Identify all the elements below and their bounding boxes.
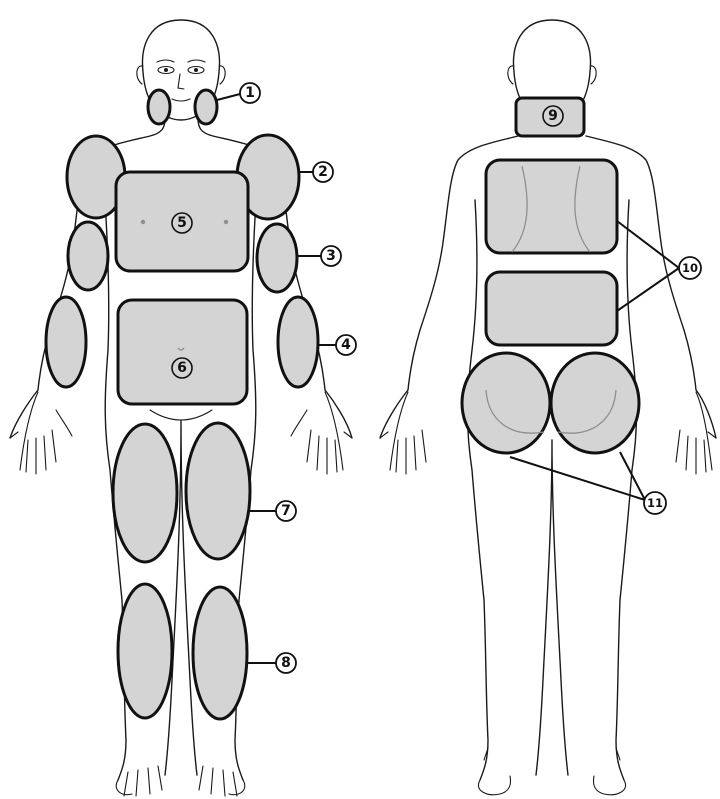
zone-11-right[interactable] (551, 353, 639, 453)
label-7: 7 (276, 501, 296, 521)
zone-10-upper[interactable] (486, 160, 617, 253)
front-foot-left (116, 766, 162, 796)
label-2-text: 2 (318, 164, 328, 180)
label-11: 11 (644, 492, 666, 514)
zone-7-left[interactable] (113, 424, 177, 562)
zone-4-left[interactable] (46, 297, 86, 387)
front-figure (10, 20, 352, 796)
label-1: 1 (240, 83, 260, 103)
label-3-text: 3 (326, 248, 336, 264)
zone-11-left[interactable] (462, 353, 550, 453)
zone-7-right[interactable] (186, 423, 250, 559)
back-hand-right (676, 392, 716, 474)
zone-10-lower[interactable] (486, 272, 617, 345)
back-zones (462, 98, 639, 453)
back-hand-left (380, 392, 426, 474)
label-5-text: 5 (177, 215, 187, 231)
zone-8-left[interactable] (118, 584, 172, 718)
label-9-text: 9 (548, 108, 558, 124)
zone-6[interactable] (118, 300, 247, 404)
label-1-text: 1 (245, 85, 255, 101)
label-2: 2 (313, 162, 333, 182)
label-4-text: 4 (341, 337, 351, 353)
zone-3-right[interactable] (257, 224, 297, 292)
label-11-text: 11 (647, 496, 663, 510)
zone-1-left[interactable] (148, 90, 170, 124)
label-8: 8 (276, 653, 296, 673)
front-foot-right (199, 766, 245, 796)
front-hand-right (291, 392, 352, 474)
label-3: 3 (321, 246, 341, 266)
zone-3-left[interactable] (68, 222, 108, 290)
label-10: 10 (679, 257, 701, 279)
front-nose (178, 74, 184, 89)
front-mouth (172, 99, 190, 101)
front-hand-left (10, 392, 72, 474)
front-zones (46, 90, 318, 719)
label-7-text: 7 (281, 503, 291, 519)
label-4: 4 (336, 335, 356, 355)
zone-4-right[interactable] (278, 297, 318, 387)
front-hip-line (150, 410, 212, 420)
label-6-text: 6 (177, 360, 187, 376)
zone-8-right[interactable] (193, 587, 247, 719)
label-10-text: 10 (682, 261, 698, 275)
zone-1-right[interactable] (195, 90, 217, 124)
label-8-text: 8 (281, 655, 291, 671)
